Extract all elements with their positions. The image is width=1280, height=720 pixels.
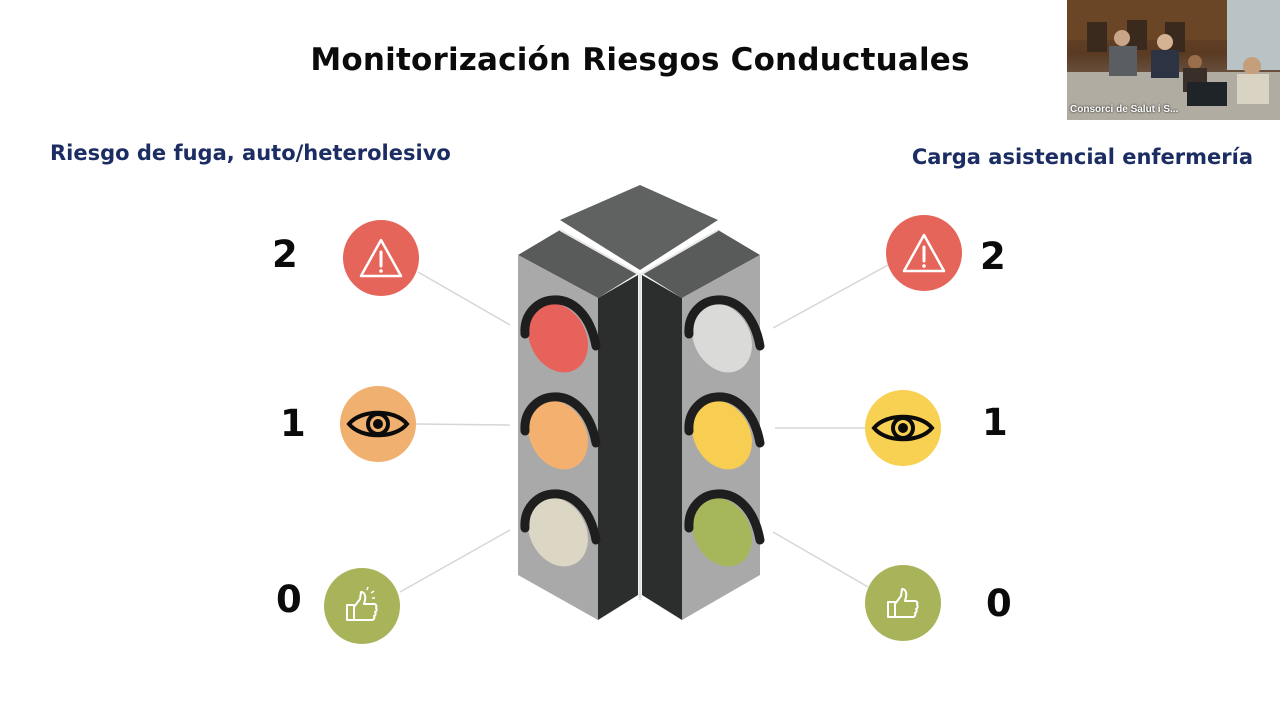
right-side-dark: [642, 275, 682, 620]
left-level-2-value: 2: [272, 233, 298, 276]
right-heading: Carga asistencial enfermería: [911, 145, 1253, 169]
left-level-1-value: 1: [280, 402, 306, 445]
left-lamp-1: [520, 392, 601, 470]
webcam-thumbnail[interactable]: Consorci de Salut i S...: [1067, 0, 1280, 120]
thumbs-up-icon: [346, 586, 378, 621]
traffic-light-illustration: [518, 185, 765, 620]
left-lamp-0: [520, 295, 601, 373]
right-lamp-1: [684, 392, 765, 470]
left-side-dark: [598, 275, 638, 620]
connector-left-1: [414, 423, 511, 426]
left-level-2-badge: [343, 220, 419, 296]
left-heading: Riesgo de fuga, auto/heterolesivo: [50, 141, 451, 165]
connector-right-0: [772, 531, 869, 588]
eye-icon: [871, 414, 935, 442]
connector-right-2: [772, 264, 889, 329]
right-level-1-value: 1: [982, 401, 1008, 444]
right-level-0-value: 0: [986, 582, 1012, 625]
right-lamp-2: [684, 489, 765, 567]
right-level-2-value: 2: [980, 235, 1006, 278]
slide-title: Monitorización Riesgos Conductuales: [310, 42, 970, 78]
top-cap-right: [642, 230, 760, 298]
webcam-participant-label: Consorci de Salut i S...: [1070, 104, 1179, 115]
thumbs-up-icon: [887, 588, 919, 618]
top-cap-left: [518, 230, 638, 298]
right-lamp-0: [684, 295, 765, 373]
right-level-2-badge: [886, 215, 962, 291]
connector-left-2: [417, 271, 511, 326]
left-level-1-badge: [340, 386, 416, 462]
right-level-1-badge: [865, 390, 941, 466]
left-lamp-2: [520, 489, 601, 567]
connector-left-0: [399, 529, 511, 593]
webcam-video: [1067, 0, 1280, 120]
eye-icon: [346, 410, 410, 438]
top-cap-back: [560, 185, 718, 270]
warning-icon: [902, 233, 946, 273]
warning-icon: [359, 238, 403, 278]
left-level-0-value: 0: [276, 578, 302, 621]
right-level-0-badge: [865, 565, 941, 641]
left-level-0-badge: [324, 568, 400, 644]
